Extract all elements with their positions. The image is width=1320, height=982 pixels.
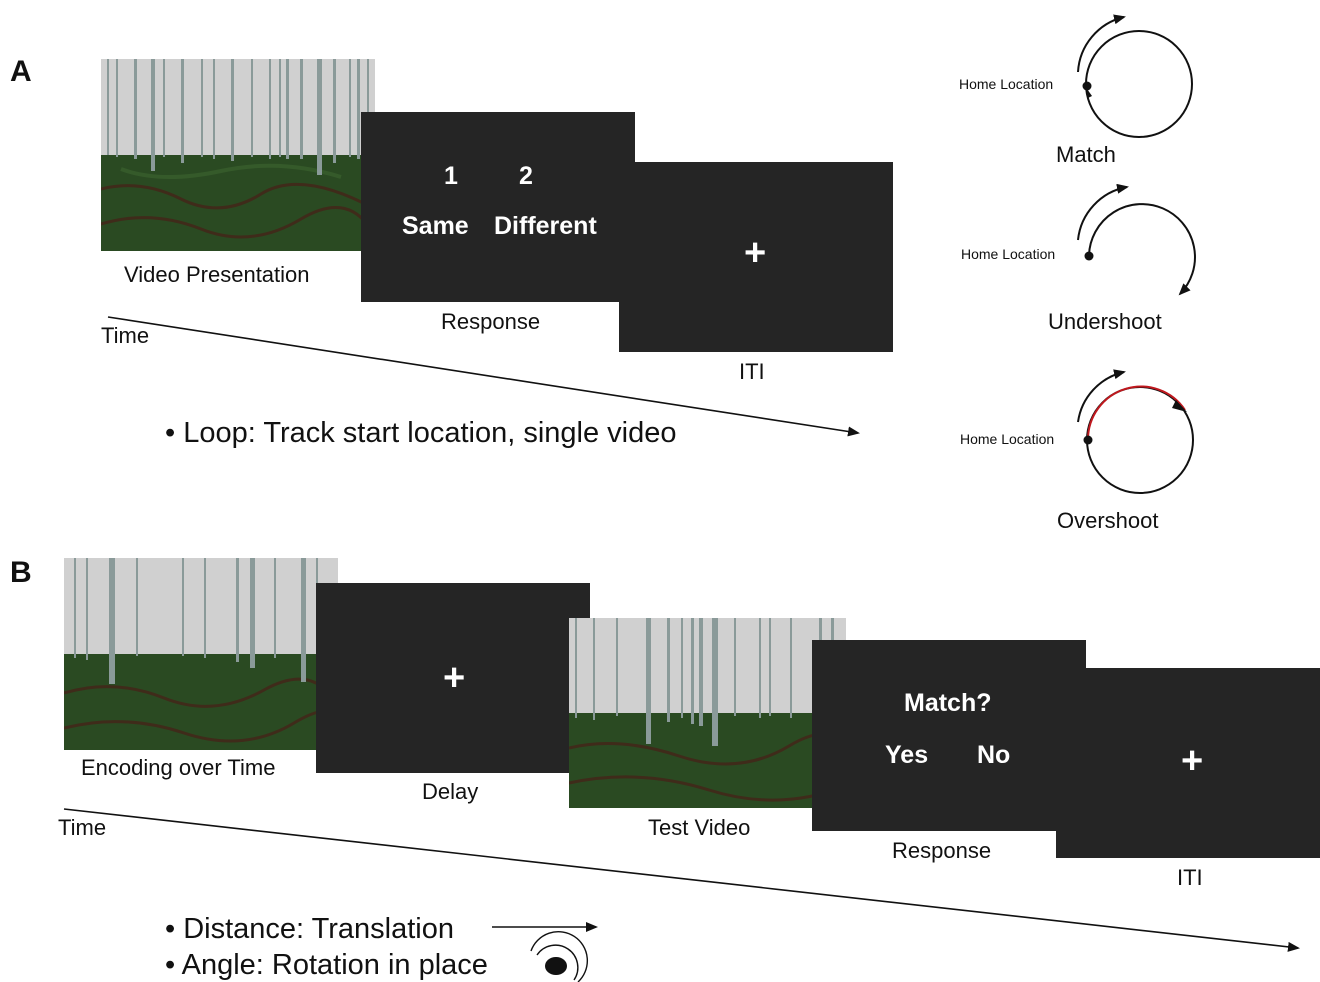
response-no: No [977, 741, 1011, 769]
loop-bullet: • Loop: Track start location, single vid… [165, 417, 677, 449]
angle-bullet: • Angle: Rotation in place [165, 949, 488, 981]
overshoot-loop-diagram [1077, 369, 1194, 494]
response-key-2: 2 [519, 162, 533, 190]
home-location-label-undershoot: Home Location [961, 246, 1056, 262]
response-caption-a: Response [441, 309, 541, 334]
video-presentation-caption: Video Presentation [124, 262, 310, 287]
time-label-a: Time [101, 323, 150, 348]
iti-screen-a: + [619, 162, 893, 352]
iti-caption-a: ITI [739, 359, 765, 384]
response-yes: Yes [885, 741, 929, 769]
forest-scene-video [101, 59, 375, 251]
match-label: Match [1056, 142, 1116, 167]
forest-scene-test [569, 618, 846, 808]
undershoot-loop-diagram [1077, 183, 1196, 296]
match-loop-diagram [1077, 14, 1193, 138]
response-screen-a: 1 2 Same Different [361, 112, 635, 302]
response-screen-b: Match? Yes No [812, 640, 1086, 831]
fixation-cross-delay: + [443, 657, 466, 699]
delay-screen: + [316, 583, 590, 773]
response-option-different: Different [494, 212, 597, 240]
home-location-label-overshoot: Home Location [960, 431, 1055, 447]
match-question: Match? [904, 689, 992, 717]
forest-scene-encoding [64, 558, 338, 750]
iti-screen-b: + [1056, 668, 1320, 858]
delay-caption: Delay [422, 779, 479, 804]
overshoot-red-arc [1086, 385, 1186, 441]
undershoot-label: Undershoot [1048, 309, 1162, 334]
test-video-caption: Test Video [648, 815, 751, 840]
panel-a-letter: A [10, 55, 32, 88]
rotation-in-place-icon [530, 930, 588, 982]
panel-b-letter: B [10, 556, 32, 589]
encoding-caption: Encoding over Time [81, 755, 276, 780]
response-caption-b: Response [892, 838, 992, 863]
iti-caption-b: ITI [1177, 865, 1203, 890]
response-key-1: 1 [444, 162, 458, 190]
fixation-cross-b: + [1181, 740, 1204, 782]
overshoot-label: Overshoot [1057, 508, 1159, 533]
time-label-b: Time [58, 815, 107, 840]
response-option-same: Same [402, 212, 469, 240]
distance-bullet: • Distance: Translation [165, 913, 455, 945]
fixation-cross-a: + [744, 232, 767, 274]
home-location-label-match: Home Location [959, 76, 1054, 92]
